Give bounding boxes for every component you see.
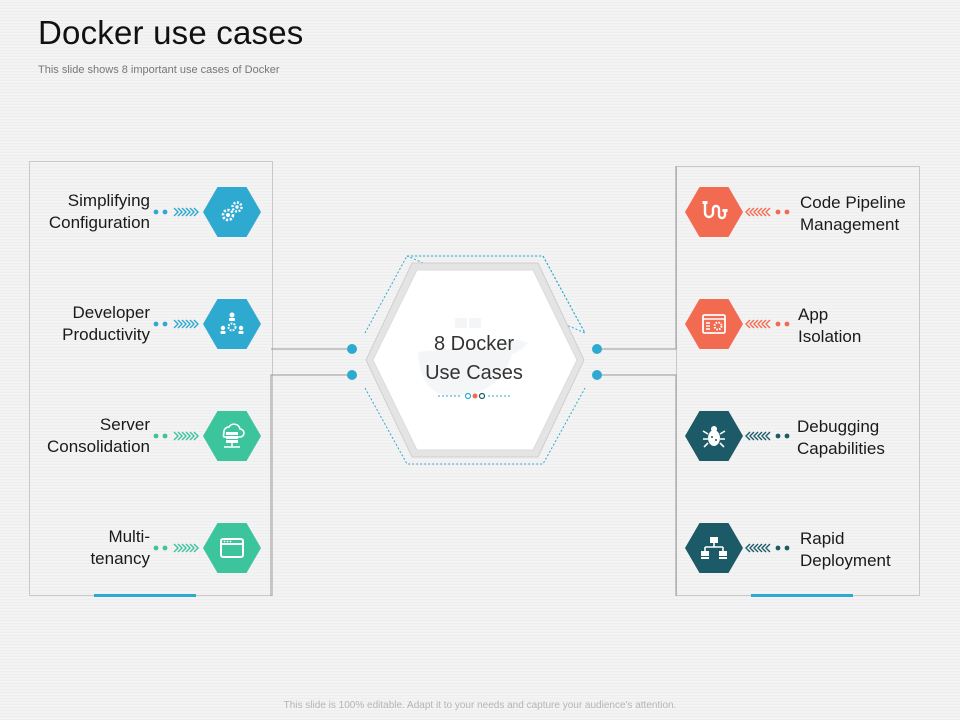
use-case-code-pipeline-management: Code Pipeline Management — [800, 193, 906, 234]
connector-arrow-rapid-deployment — [745, 543, 790, 553]
center-title-line2: Use Cases — [425, 362, 523, 384]
use-case-debugging-capabilities: Debugging Capabilities — [797, 417, 885, 458]
connector-dot-right-bottom — [592, 370, 602, 380]
connector-arrow-server-consolidation — [153, 431, 199, 441]
use-case-rapid-deployment: Rapid Deployment — [800, 529, 891, 570]
use-case-simplifying-configuration: Simplifying Configuration — [48, 191, 150, 232]
connector-arrow-developer-productivity — [153, 319, 199, 329]
bug-icon — [685, 411, 743, 461]
gears-icon — [203, 187, 261, 237]
connector-arrow-simplifying-configuration — [153, 207, 199, 217]
right-panel-accent — [751, 594, 853, 597]
page-subtitle: This slide shows 8 important use cases o… — [38, 64, 280, 76]
connector-line-left-bottom — [270, 374, 352, 596]
cloud-server-icon — [203, 411, 261, 461]
network-icon — [685, 523, 743, 573]
footer-note: This slide is 100% editable. Adapt it to… — [283, 700, 677, 711]
connector-dot-left-top — [347, 344, 357, 354]
pipeline-icon — [685, 187, 743, 237]
left-panel-accent — [94, 594, 196, 597]
center-title: 8 Docker Use Cases — [384, 330, 564, 388]
left-panel — [29, 161, 273, 597]
use-case-multi-tenancy: Multi- tenancy — [90, 527, 150, 568]
use-case-server-consolidation: Server Consolidation — [46, 415, 150, 456]
page-title: Docker use cases — [38, 14, 304, 51]
connector-arrow-multi-tenancy — [153, 543, 199, 553]
use-case-app-isolation: App Isolation — [798, 305, 862, 346]
center-hex — [372, 269, 578, 451]
whale-watermark — [418, 318, 528, 397]
connector-dot-right-top — [592, 344, 602, 354]
connector-dot-left-bottom — [347, 370, 357, 380]
connector-arrow-debugging-capabilities — [745, 431, 790, 441]
connector-arrow-app-isolation — [745, 319, 790, 329]
center-divider — [438, 392, 512, 400]
center-title-line1: 8 Docker — [433, 333, 515, 355]
team-gear-icon — [203, 299, 261, 349]
app-settings-icon — [685, 299, 743, 349]
connector-line-right-top — [597, 166, 677, 350]
connector-line-right-bottom — [597, 374, 677, 596]
connector-arrow-code-pipeline-management — [745, 207, 790, 217]
use-case-developer-productivity: Developer Productivity — [62, 303, 150, 344]
